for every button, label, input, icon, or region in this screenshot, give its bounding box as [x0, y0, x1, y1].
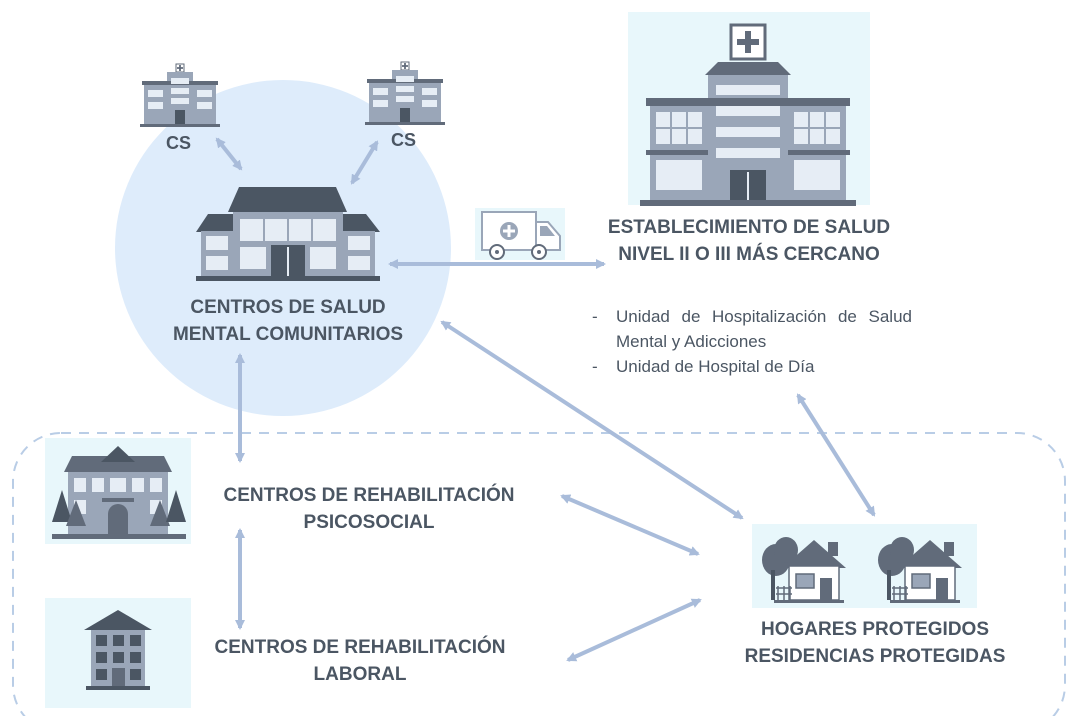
protected-homes-line: HOGARES PROTEGIDOS: [760, 619, 990, 640]
rehab-psychosocial-label: CENTROS DE REHABILITACIÓN PSICOSOCIAL: [223, 485, 515, 533]
arrow-hospital-homes: [796, 393, 876, 517]
cs-left-label: CS: [166, 133, 192, 153]
rehab-psychosocial-icon: [45, 438, 191, 544]
arrow-rehab-homes: [560, 494, 700, 556]
protected-residences-line: RESIDENCIAS PROTEGIDAS: [744, 646, 1006, 667]
arrow-cs-left: [215, 137, 243, 171]
cs-right-label: CS: [391, 130, 417, 150]
rehab-labor-label: CENTROS DE REHABILITACIÓN LABORAL: [214, 637, 506, 685]
community-center-icon: [196, 187, 380, 281]
csmc-label: CENTROS DE SALUD MENTAL COMUNITARIOS: [172, 297, 404, 345]
house-icons: [752, 524, 977, 608]
hospital-unit-item: Unidad de Hospital de Día: [590, 354, 912, 379]
clinic-building-icon-left: [139, 63, 221, 128]
arrow-csmc-homes: [440, 320, 744, 520]
hospital-unit-item: Unidad de Hospitalización de Salud Menta…: [590, 304, 912, 354]
hospital-icon: [628, 12, 870, 206]
clinic-building-icon-right: [364, 61, 446, 126]
arrow-labor-homes: [566, 598, 702, 662]
arrow-cs-right: [350, 140, 379, 185]
hospital-label: ESTABLECIMIENTO DE SALUD NIVEL II O III …: [607, 217, 891, 265]
protected-homes-label: HOGARES PROTEGIDOS RESIDENCIAS PROTEGIDA…: [720, 616, 1030, 670]
connectors: [215, 137, 876, 662]
hospital-units-list: Unidad de Hospitalización de Salud Menta…: [590, 304, 912, 379]
rehab-labor-icon: [45, 598, 191, 708]
ambulance-icon: [475, 208, 565, 260]
